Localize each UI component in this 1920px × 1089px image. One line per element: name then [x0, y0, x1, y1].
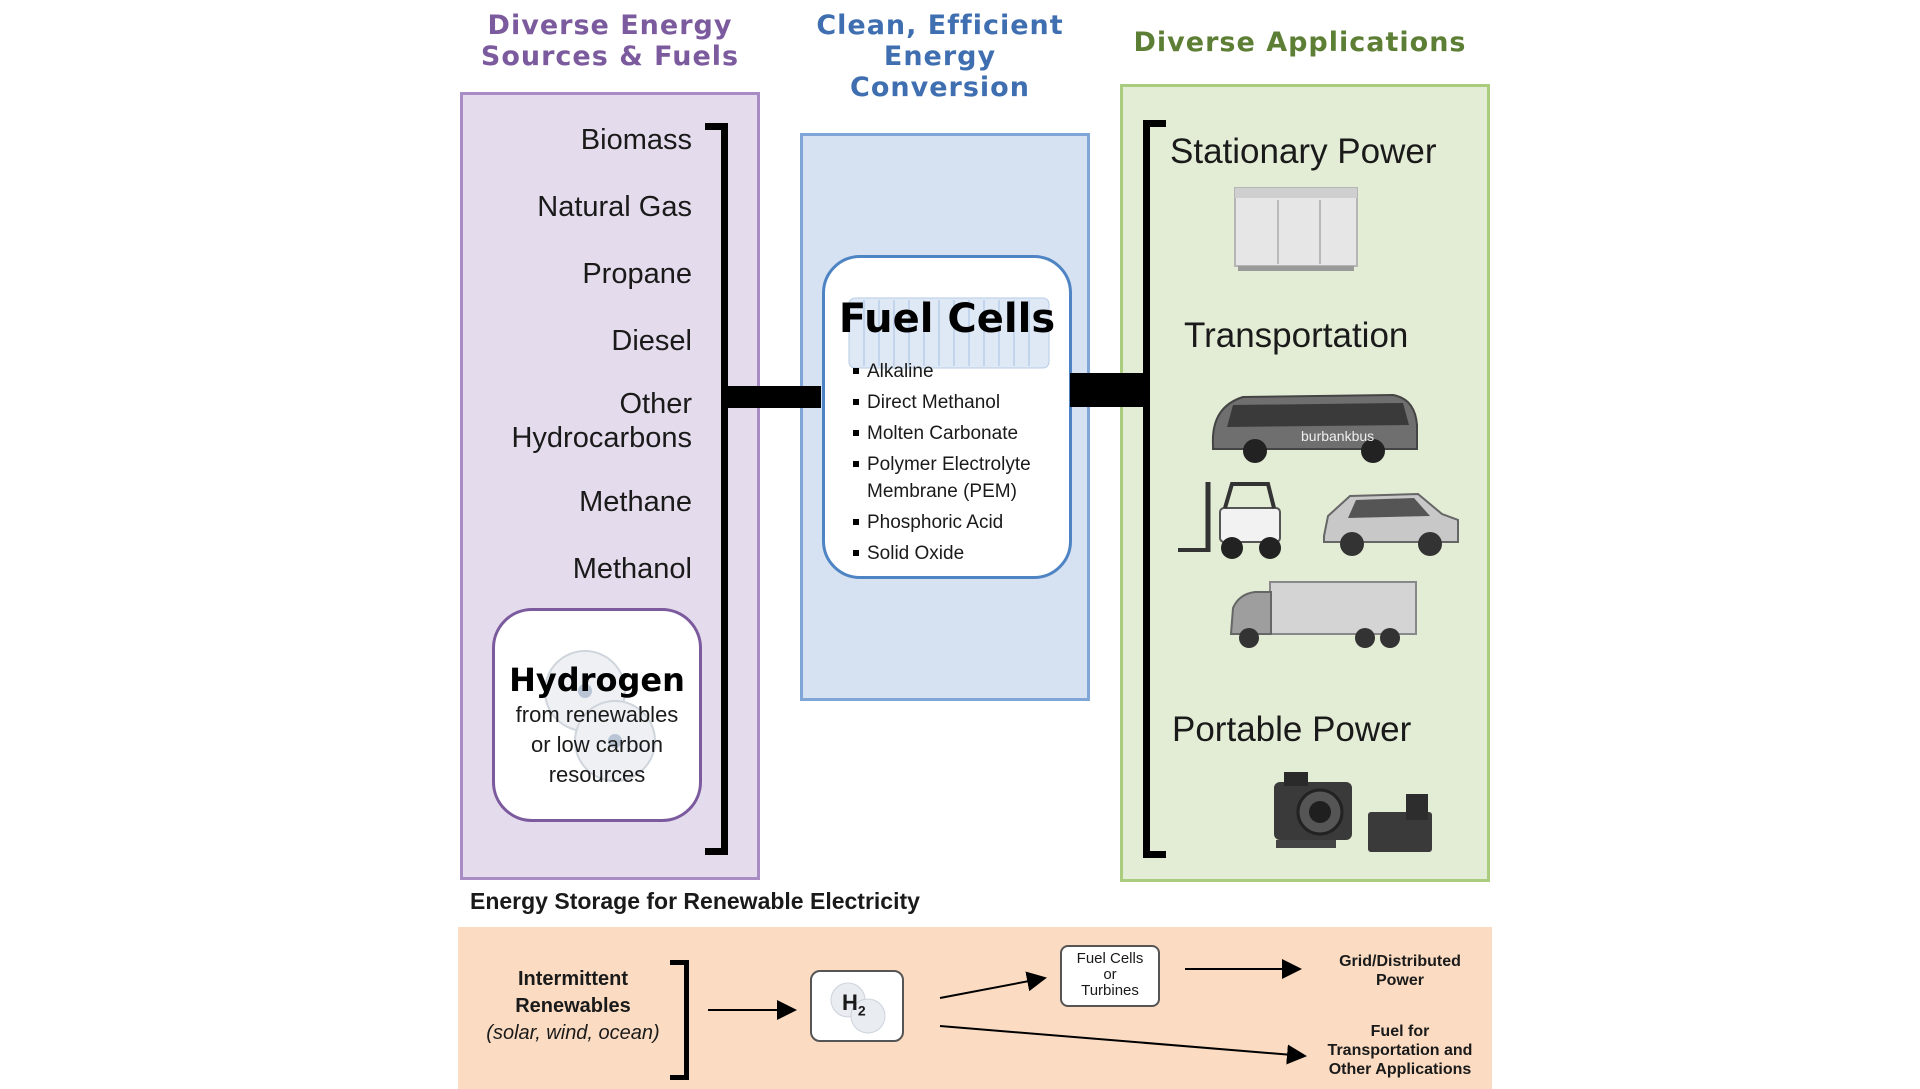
truck-icon	[1229, 581, 1417, 648]
fuel-cells-title: Fuel Cells	[838, 296, 1056, 342]
fuel-cell-type-line-1: Polymer Electrolyte	[867, 454, 1031, 475]
bus-icon: burbankbus	[1211, 393, 1418, 463]
app-portable-label: Portable Power	[1172, 710, 1412, 749]
forklift-icon	[1178, 482, 1281, 559]
output-grid-line-1: Grid/Distributed	[1339, 953, 1461, 970]
storage-bracket	[670, 960, 689, 1080]
storage-source: Intermittent Renewables (solar, wind, oc…	[478, 966, 668, 1047]
arrow-h2-to-fuel	[939, 1025, 1307, 1065]
camera-icon	[1274, 772, 1352, 848]
fuel-cell-type: Direct Methanol	[853, 389, 1031, 416]
sources-bracket	[705, 123, 728, 855]
fuel-other-hydrocarbons: Other Hydrocarbons	[511, 387, 692, 455]
hydrogen-title: Hydrogen	[509, 661, 685, 699]
fuel-cells-box: Fuel Cells Alkaline Direct Methanol Molt…	[822, 255, 1072, 579]
output-fuel: Fuel for Transportation and Other Applic…	[1300, 1022, 1500, 1079]
suv-icon	[1323, 492, 1459, 556]
hydrogen-subtitle-2: or low carbon	[530, 732, 664, 757]
arrow-h2-to-converter	[939, 971, 1047, 999]
fuel-other-line: Other	[619, 388, 692, 420]
storage-source-line-1: Intermittent	[518, 968, 628, 990]
conversion-heading-line-2: Energy Conversion	[850, 41, 1030, 103]
h2-letter: H	[842, 990, 858, 1015]
storage-h2-box: H2	[810, 970, 904, 1042]
fuel-methanol: Methanol	[572, 553, 692, 585]
converter-line-1: Fuel Cells	[1076, 950, 1144, 967]
h2-molecule-icon	[830, 982, 886, 1034]
fuel-natural-gas: Natural Gas	[537, 191, 692, 223]
stationary-power-unit-icon	[1234, 187, 1358, 271]
fuel-cell-type: Molten Carbonate	[853, 420, 1031, 447]
bus-text: burbankbus	[1301, 428, 1374, 444]
converter-line-2: or	[1103, 966, 1117, 983]
fuel-propane: Propane	[582, 258, 692, 290]
fuel-cell-types: Alkaline Direct Methanol Molten Carbonat…	[853, 358, 1031, 571]
storage-title: Energy Storage for Renewable Electricity	[470, 888, 920, 914]
h2-label: H2	[842, 990, 866, 1018]
hydrogen-subtitle-3: resources	[548, 762, 646, 787]
applications-panel	[1120, 84, 1490, 882]
fuel-diesel: Diesel	[611, 325, 692, 357]
app-transportation-label: Transportation	[1184, 316, 1409, 355]
conversion-heading: Clean, Efficient Energy Conversion	[790, 10, 1090, 103]
output-grid: Grid/Distributed Power	[1300, 952, 1500, 990]
applications-bracket	[1143, 120, 1166, 858]
h2-subscript: 2	[857, 1002, 866, 1019]
battery-grip-icon	[1368, 794, 1432, 852]
storage-source-line-3: (solar, wind, ocean)	[486, 1022, 660, 1044]
output-grid-line-2: Power	[1375, 972, 1424, 989]
sources-heading-line-2: Sources & Fuels	[480, 41, 740, 72]
converter-line-3: Turbines	[1081, 982, 1139, 999]
hydrogen-box: Hydrogen from renewables or low carbon r…	[492, 608, 702, 822]
fuel-cell-type: Solid Oxide	[853, 540, 1031, 567]
conversion-heading-line-1: Clean, Efficient	[816, 10, 1064, 41]
fuel-methane: Methane	[579, 486, 692, 518]
hydrogen-molecule-icon	[544, 650, 656, 782]
storage-source-line-2: Renewables	[515, 995, 631, 1017]
fuel-hydrocarbons-line: Hydrocarbons	[511, 422, 692, 454]
output-fuel-line-2: Transportation and	[1327, 1042, 1473, 1059]
sources-heading: Diverse Energy Sources & Fuels	[460, 10, 760, 72]
hydrogen-subtitle-1: from renewables	[515, 702, 679, 727]
fuel-cell-type: Alkaline	[853, 358, 1031, 385]
fuel-cell-type-line-2: Membrane (PEM)	[867, 481, 1017, 502]
fuel-cell-type: Phosphoric Acid	[853, 509, 1031, 536]
output-fuel-line-1: Fuel for	[1370, 1023, 1430, 1040]
sources-heading-line-1: Diverse Energy	[487, 10, 733, 41]
applications-heading: Diverse Applications	[1133, 27, 1467, 58]
converter-box: Fuel Cells or Turbines	[1060, 945, 1160, 1007]
fuel-cell-stack-icon	[848, 297, 1050, 369]
sources-connector	[721, 386, 821, 408]
app-stationary-label: Stationary Power	[1170, 132, 1437, 171]
applications-connector	[1070, 373, 1145, 407]
fuel-biomass: Biomass	[580, 124, 692, 156]
fuel-cell-type: Polymer Electrolyte Membrane (PEM)	[853, 451, 1031, 505]
output-fuel-line-3: Other Applications	[1328, 1061, 1472, 1078]
storage-panel	[458, 927, 1492, 1089]
